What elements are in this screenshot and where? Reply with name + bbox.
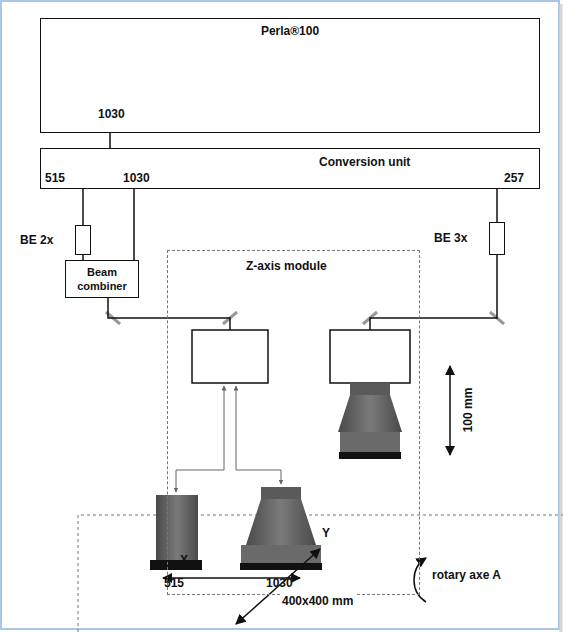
beam-path [167,318,230,330]
lens-515 [156,495,198,560]
y-axis-arrow [236,549,320,624]
module-title: Z-axis module [246,259,327,273]
beam-line [108,298,167,318]
axis-label: Y [322,526,330,540]
dimension: 100 mm [461,388,475,433]
beam-path [370,318,420,330]
expander-label: BE 2x [20,233,53,247]
travel-arrow [449,366,451,455]
beam-line [82,189,84,225]
axis-label: rotary axe A [432,568,501,582]
module-outline: Z-axis module [167,250,420,595]
lens-257 [338,383,402,459]
port-label: 515 [45,171,65,185]
laser-box: Perla®100 1030 [40,18,540,133]
beam-expander: BE 3x [489,222,505,255]
port-label: 1030 [123,171,150,185]
beam-line [109,133,111,148]
box-title: Beam combiner [66,265,138,293]
box-title: Conversion unit [319,155,410,169]
beam-line [420,255,497,318]
expander-label: BE 3x [434,231,467,245]
scanner-box [330,330,410,383]
port-label: 1030 [98,107,125,121]
beam-line [133,189,135,260]
port-label: 257 [504,171,524,185]
conversion-box: Conversion unit 515 1030 257 [40,148,540,189]
box-title: Perla®100 [41,24,539,38]
workspace-outline [78,515,563,632]
rotary-arrow [414,558,426,602]
lens-label: 1030 [266,576,293,590]
frame-shadow [560,4,563,632]
dimension: 400x400 mm [280,594,355,608]
lens-label: 515 [164,576,184,590]
exchange-arrow [236,386,281,484]
beam-expander: BE 2x [75,225,91,255]
scanner-box [192,330,268,383]
combiner-box: Beam combiner [65,260,139,298]
axis-label: X [180,553,188,567]
exchange-arrow [176,386,224,492]
lens-base [150,560,202,570]
beam-line [496,189,498,222]
